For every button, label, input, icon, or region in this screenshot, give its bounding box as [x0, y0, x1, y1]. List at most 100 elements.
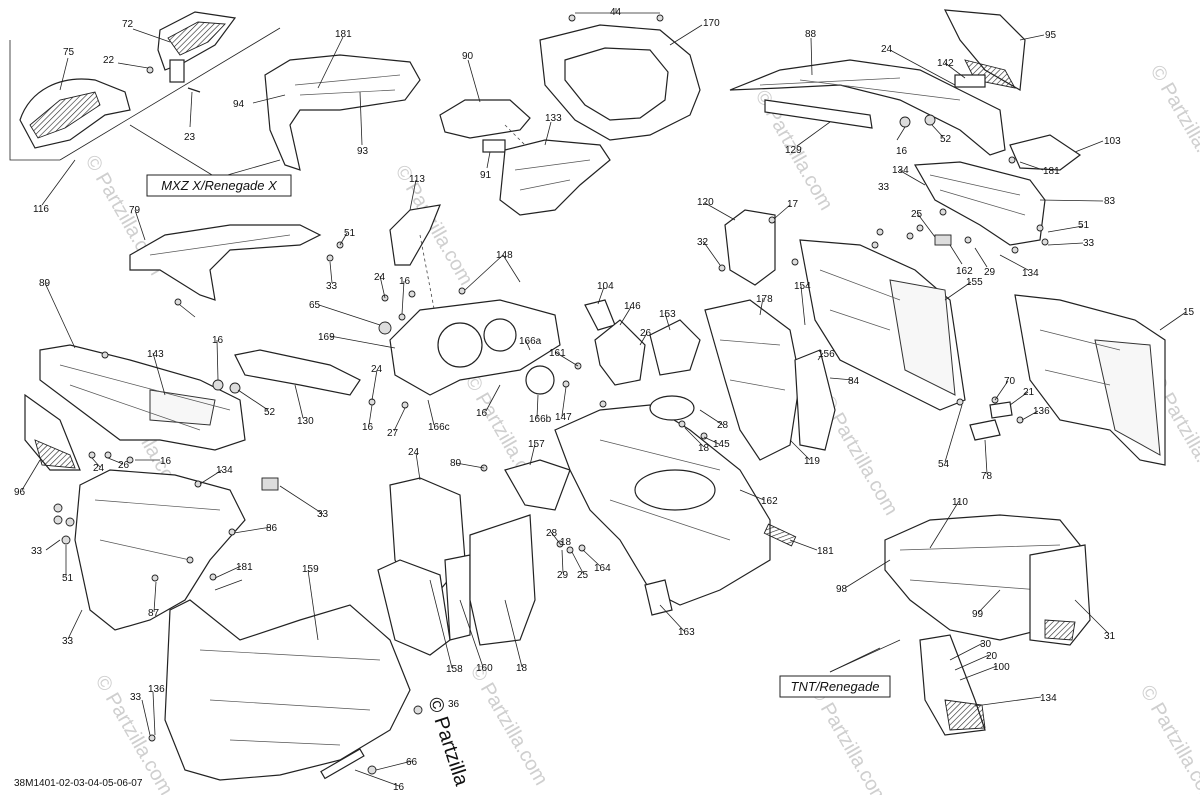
part-number-label: 26 [118, 460, 130, 471]
part-65-grommet [378, 321, 392, 335]
part-number-label: 79 [129, 205, 141, 216]
part-96-side-vent [24, 393, 81, 471]
part-number-label: 24 [374, 272, 386, 283]
part-number-label: 70 [1004, 376, 1016, 387]
part-number-label: 160 [476, 663, 493, 674]
part-number-label: 51 [344, 228, 356, 239]
part-153-panel [704, 299, 801, 461]
leaders-layer [21, 8, 1187, 787]
part-162-clip [934, 234, 952, 246]
watermark: © Partzilla.com [806, 682, 892, 795]
part-number-label: 178 [756, 294, 773, 305]
part-169-headlight [389, 299, 561, 396]
part-number-label: 94 [233, 99, 245, 110]
part-142-pad [954, 74, 986, 88]
part-number-label: 20 [986, 651, 998, 662]
part-129-strip [764, 99, 873, 129]
part-number-label: 78 [981, 471, 993, 482]
part-number-label: 25 [911, 209, 923, 220]
part-number-label: 84 [848, 376, 860, 387]
part-number-label: 16 [399, 276, 411, 287]
part-number-label: 154 [794, 281, 811, 292]
variant-callout-tnt: TNT/Renegade [779, 675, 891, 698]
part-number-label: 170 [703, 18, 720, 29]
part-70-clip [989, 401, 1013, 419]
part-number-label: 147 [555, 412, 572, 423]
part-number-label: 146 [624, 301, 641, 312]
part-104-bracket [594, 319, 646, 386]
part-number-label: 16 [393, 782, 405, 793]
part-number-label: 143 [147, 349, 164, 360]
part-number-label: 80 [450, 458, 462, 469]
part-number-label: 153 [659, 309, 676, 320]
part-91-clip [482, 139, 506, 153]
part-number-label: 24 [881, 44, 893, 55]
part-number-label: 16 [476, 408, 488, 419]
part-number-label: 91 [480, 170, 492, 181]
part-number-label: 120 [697, 197, 714, 208]
part-number-label: 130 [297, 416, 314, 427]
part-number-label: 158 [446, 664, 463, 675]
part-number-label: 134 [1022, 268, 1039, 279]
part-number-label: 16 [362, 422, 374, 433]
part-number-label: 155 [966, 277, 983, 288]
part-160-liner [469, 514, 536, 646]
part-94-side-fairing [264, 54, 421, 171]
part-number-label: 100 [993, 662, 1010, 673]
part-number-label: 181 [335, 29, 352, 40]
part-number-label: 33 [878, 182, 890, 193]
part-number-label: 162 [956, 266, 973, 277]
part-number-label: 17 [787, 199, 799, 210]
part-166a-lamp-cap [525, 365, 555, 395]
part-number-label: 134 [892, 165, 909, 176]
part-156-trim [794, 349, 836, 451]
part-number-label: 27 [387, 428, 399, 439]
part-number-label: 24 [408, 447, 420, 458]
part-number-label: 95 [1045, 30, 1057, 41]
part-number-label: 169 [318, 332, 335, 343]
part-number-label: 163 [678, 627, 695, 638]
part-number-label: 156 [818, 349, 835, 360]
part-number-label: 89 [39, 278, 51, 289]
part-79-dash-bezel [129, 224, 322, 301]
part-number-label: 54 [938, 459, 950, 470]
part-number-label: 28 [717, 420, 729, 431]
watermark: © Partzilla.com [466, 662, 552, 790]
part-86-side-panel [74, 469, 246, 631]
part-number-label: 161 [549, 348, 566, 359]
part-120-bracket [724, 209, 776, 286]
part-103-cover [1009, 134, 1082, 171]
part-145-cover [504, 459, 571, 511]
watermark: © Partzilla.com [1136, 682, 1200, 795]
part-number-label: 83 [1104, 196, 1116, 207]
part-number-label: 30 [980, 639, 992, 650]
part-75-handguard [19, 78, 131, 149]
part-89-front-cowl [39, 344, 246, 451]
part-number-label: 166a [519, 336, 542, 347]
part-number-label: 16 [160, 456, 172, 467]
part-number-label: 136 [1033, 406, 1050, 417]
part-number-label: 25 [577, 570, 589, 581]
document-code: 38M1401-02-03-04-05-06-07 [14, 778, 143, 789]
part-number-label: 93 [357, 146, 369, 157]
part-72-handguard [157, 11, 237, 83]
part-number-label: 44 [610, 7, 622, 18]
part-number-label: 36 [448, 699, 460, 710]
part-number-label: 142 [937, 58, 954, 69]
part-number-label: 66 [406, 757, 418, 768]
part-number-label: 113 [409, 174, 425, 185]
part-number-label: 33 [326, 281, 338, 292]
part-number-label: 181 [817, 546, 834, 557]
part-number-label: 98 [836, 584, 848, 595]
part-78-ring [649, 395, 695, 421]
part-number-label: 23 [184, 132, 196, 143]
part-130-trim [234, 349, 361, 396]
part-number-label: 65 [309, 300, 321, 311]
part-number-label: 29 [984, 267, 996, 278]
part-100-lower-vent-tnt [919, 634, 986, 736]
variant-callout-mxz: MXZ X/Renegade X [146, 174, 292, 197]
part-number-label: 28 [546, 528, 558, 539]
part-number-label: 103 [1104, 136, 1121, 147]
part-90-gauge-cover [439, 99, 531, 139]
part-162-clip [261, 477, 279, 491]
